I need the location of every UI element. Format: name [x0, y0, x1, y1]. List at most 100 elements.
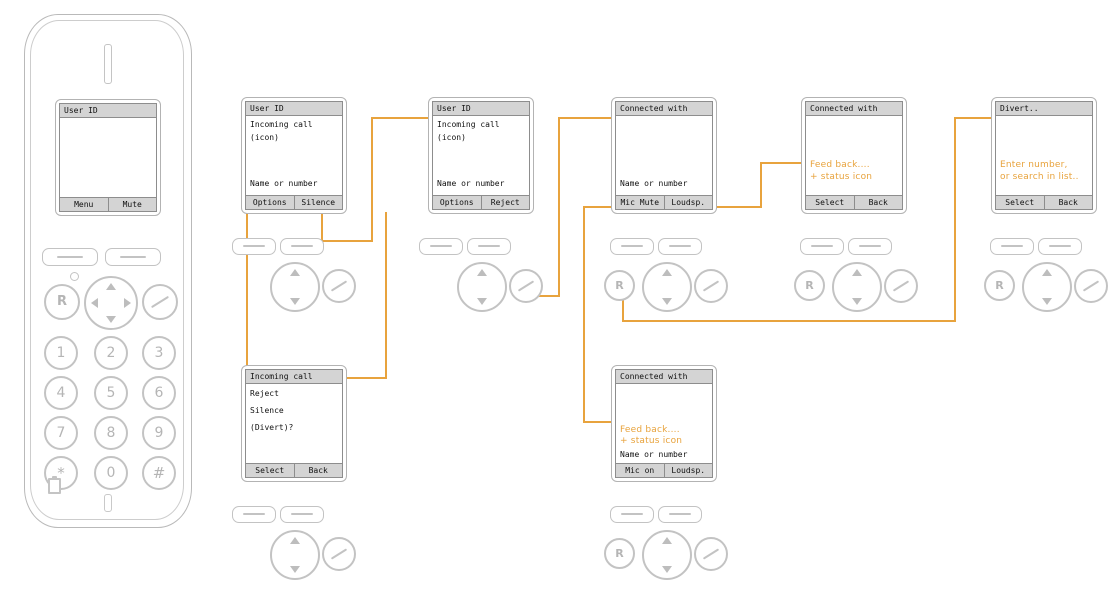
- connector-endkey2-right: [522, 295, 560, 297]
- nav-down-arrow-icon[interactable]: [662, 566, 672, 573]
- nav-down-arrow-icon[interactable]: [477, 298, 487, 305]
- softkey-right[interactable]: Silence: [301, 198, 336, 207]
- softkey-left[interactable]: Select: [996, 196, 1045, 209]
- left-soft-key[interactable]: [232, 238, 276, 255]
- handset-end-call-key[interactable]: [142, 284, 178, 320]
- key-6[interactable]: 6: [142, 376, 176, 410]
- left-soft-key[interactable]: [610, 238, 654, 255]
- nav-down-arrow-icon[interactable]: [1042, 298, 1052, 305]
- left-soft-key[interactable]: [610, 506, 654, 523]
- left-soft-key[interactable]: [990, 238, 1034, 255]
- key-4[interactable]: 4: [44, 376, 78, 410]
- left-soft-key[interactable]: [419, 238, 463, 255]
- left-soft-key[interactable]: [800, 238, 844, 255]
- menu-item-reject[interactable]: Reject: [250, 389, 279, 398]
- screen-body: Connected with Name or number Mic Mute L…: [615, 101, 713, 210]
- key-cluster-7: R: [604, 506, 734, 586]
- r-key[interactable]: R: [984, 270, 1015, 301]
- end-call-key[interactable]: [1074, 269, 1108, 303]
- softkey-left[interactable]: Options: [433, 196, 482, 209]
- handset-navigation-disc[interactable]: [84, 276, 138, 330]
- screen-body: User ID Incoming call (icon) Name or num…: [245, 101, 343, 210]
- key-5[interactable]: 5: [94, 376, 128, 410]
- nav-up-arrow-icon[interactable]: [477, 269, 487, 276]
- softkey-left[interactable]: Select: [246, 464, 295, 477]
- right-soft-key[interactable]: [848, 238, 892, 255]
- menu-item-silence[interactable]: Silence: [250, 406, 284, 415]
- softkey-right[interactable]: Back: [1058, 198, 1078, 207]
- menu-item-divert[interactable]: (Divert)?: [250, 423, 294, 432]
- connector-to-screen3-title: [558, 117, 612, 119]
- softkey-bar: Select Back: [996, 195, 1092, 209]
- end-call-key[interactable]: [509, 269, 543, 303]
- handset-left-soft-key[interactable]: [42, 248, 98, 266]
- navigation-disc[interactable]: [832, 262, 882, 312]
- screen-content: Feed back.... + status icon: [806, 116, 902, 195]
- softkey-left[interactable]: Mic Mute: [616, 196, 665, 209]
- softkey-right[interactable]: Loudsp.: [671, 198, 706, 207]
- connector-options1-down: [246, 212, 248, 378]
- left-soft-key[interactable]: [232, 506, 276, 523]
- connector-options2-to-menu: [343, 377, 387, 379]
- handset-softkey-left[interactable]: Menu: [60, 198, 109, 211]
- end-call-key[interactable]: [694, 269, 728, 303]
- softkey-right[interactable]: Loudsp.: [671, 466, 706, 475]
- handset-r-key[interactable]: R: [44, 284, 80, 320]
- navigation-disc[interactable]: [642, 530, 692, 580]
- end-call-key[interactable]: [884, 269, 918, 303]
- handset-softkey-right[interactable]: Mute: [122, 200, 142, 209]
- nav-down-arrow-icon[interactable]: [662, 298, 672, 305]
- nav-up-arrow-icon[interactable]: [290, 269, 300, 276]
- right-soft-key[interactable]: [658, 238, 702, 255]
- dect-handset: User ID Menu Mute R 1 2 3 4: [24, 14, 192, 528]
- key-1[interactable]: 1: [44, 336, 78, 370]
- nav-up-arrow-icon[interactable]: [852, 269, 862, 276]
- screen-body: Incoming call Reject Silence (Divert)? S…: [245, 369, 343, 478]
- softkey-right[interactable]: Reject: [490, 198, 520, 207]
- nav-up-arrow-icon[interactable]: [662, 269, 672, 276]
- nav-left-arrow-icon[interactable]: [91, 298, 98, 308]
- end-call-key[interactable]: [322, 537, 356, 571]
- nav-down-arrow-icon[interactable]: [290, 298, 300, 305]
- nav-up-arrow-icon[interactable]: [290, 537, 300, 544]
- right-soft-key[interactable]: [467, 238, 511, 255]
- screen-incoming-call-silence: User ID Incoming call (icon) Name or num…: [241, 97, 347, 214]
- nav-down-arrow-icon[interactable]: [852, 298, 862, 305]
- nav-up-arrow-icon[interactable]: [106, 283, 116, 290]
- right-soft-key[interactable]: [658, 506, 702, 523]
- handset-right-soft-key[interactable]: [105, 248, 161, 266]
- key-0[interactable]: 0: [94, 456, 128, 490]
- key-8[interactable]: 8: [94, 416, 128, 450]
- right-soft-key[interactable]: [1038, 238, 1082, 255]
- earpiece-slot-icon: [104, 44, 112, 84]
- key-7[interactable]: 7: [44, 416, 78, 450]
- softkey-right[interactable]: Back: [308, 466, 328, 475]
- navigation-disc[interactable]: [270, 262, 320, 312]
- right-soft-key[interactable]: [280, 506, 324, 523]
- nav-up-arrow-icon[interactable]: [1042, 269, 1052, 276]
- nav-down-arrow-icon[interactable]: [290, 566, 300, 573]
- end-call-key[interactable]: [322, 269, 356, 303]
- key-2[interactable]: 2: [94, 336, 128, 370]
- navigation-disc[interactable]: [270, 530, 320, 580]
- right-soft-key[interactable]: [280, 238, 324, 255]
- navigation-disc[interactable]: [642, 262, 692, 312]
- key-hash[interactable]: #: [142, 456, 176, 490]
- r-key[interactable]: R: [604, 538, 635, 569]
- r-key[interactable]: R: [604, 270, 635, 301]
- key-3[interactable]: 3: [142, 336, 176, 370]
- nav-up-arrow-icon[interactable]: [662, 537, 672, 544]
- softkey-bar: Select Back: [246, 463, 342, 477]
- softkey-left[interactable]: Select: [806, 196, 855, 209]
- softkey-left[interactable]: Options: [246, 196, 295, 209]
- screen-title: Divert..: [996, 102, 1092, 116]
- softkey-right[interactable]: Back: [868, 198, 888, 207]
- r-key[interactable]: R: [794, 270, 825, 301]
- softkey-left[interactable]: Mic on: [616, 464, 665, 477]
- nav-down-arrow-icon[interactable]: [106, 316, 116, 323]
- navigation-disc[interactable]: [457, 262, 507, 312]
- navigation-disc[interactable]: [1022, 262, 1072, 312]
- key-9[interactable]: 9: [142, 416, 176, 450]
- end-call-key[interactable]: [694, 537, 728, 571]
- nav-right-arrow-icon[interactable]: [124, 298, 131, 308]
